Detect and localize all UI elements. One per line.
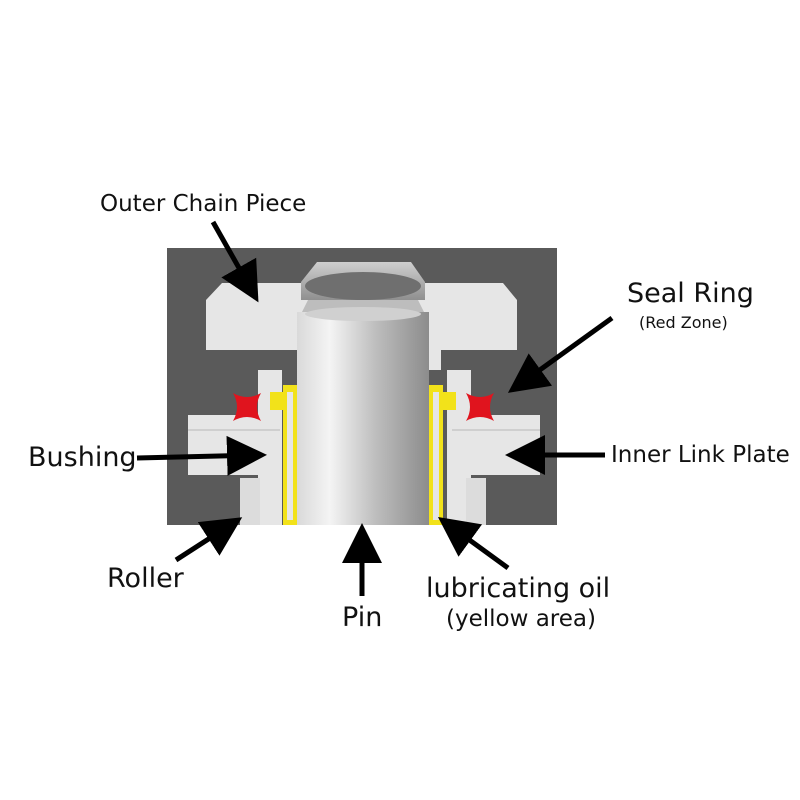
- roller-left: [240, 478, 260, 525]
- roller-right: [466, 478, 486, 525]
- arrow-roller: [174, 517, 243, 563]
- label-seal-ring: Seal Ring: [627, 278, 754, 309]
- label-inner-link-plate: Inner Link Plate: [611, 442, 790, 468]
- inner-link-plate-left: [188, 415, 280, 475]
- label-seal-ring-note: (Red Zone): [639, 313, 728, 332]
- label-pin: Pin: [342, 602, 383, 633]
- arrow-bushing: [136, 435, 267, 476]
- label-bushing: Bushing: [28, 442, 137, 473]
- arrow-lubricating-oil: [437, 517, 510, 571]
- arrow-outer-chain-piece: [210, 220, 259, 303]
- arrow-seal-ring: [507, 315, 614, 393]
- seal-ring-right: [466, 393, 494, 421]
- label-outer-chain-piece: Outer Chain Piece: [100, 191, 307, 217]
- label-lubricating-oil: lubricating oil: [426, 573, 611, 604]
- label-roller: Roller: [107, 563, 184, 594]
- inner-link-plate-right: [452, 415, 540, 475]
- label-lubricating-oil-note: (yellow area): [446, 606, 596, 632]
- pin: [297, 312, 429, 525]
- seal-ring-left: [233, 393, 261, 421]
